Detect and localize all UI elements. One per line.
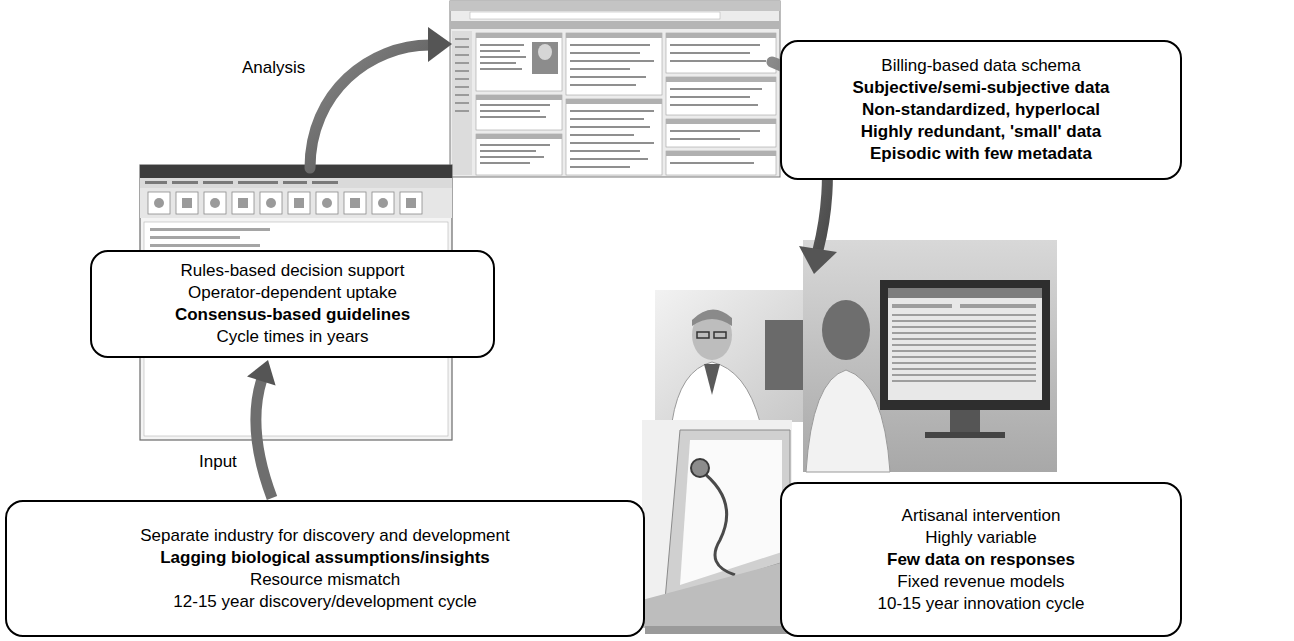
text-box: Separate industry for discovery and deve… bbox=[5, 500, 645, 637]
text-box: Artisanal interventionHighly variableFew… bbox=[780, 482, 1182, 637]
ehr-screenshot bbox=[450, 1, 780, 177]
arrow-head bbox=[247, 360, 276, 386]
flow-line bbox=[256, 379, 272, 498]
box-text: Lagging biological assumptions/insights bbox=[160, 547, 490, 569]
box-text: Consensus-based guidelines bbox=[175, 304, 410, 326]
box-text: Non-standardized, hyperlocal bbox=[862, 99, 1100, 121]
laptop-photo bbox=[642, 420, 792, 634]
cycle-arrow bbox=[310, 27, 452, 168]
box-text: Resource mismatch bbox=[250, 569, 400, 591]
box-text: Highly redundant, 'small' data bbox=[861, 121, 1101, 143]
flow-arrow bbox=[247, 360, 276, 498]
box-text: Artisanal intervention bbox=[902, 505, 1061, 527]
edge-label: Input bbox=[197, 452, 239, 472]
box-text: Operator-dependent uptake bbox=[188, 282, 397, 304]
box-text: 12-15 year discovery/development cycle bbox=[173, 591, 476, 613]
box-text: Cycle times in years bbox=[216, 326, 368, 348]
text-box: Billing-based data schemaSubjective/semi… bbox=[780, 40, 1182, 180]
monitor-photo bbox=[803, 240, 1057, 472]
box-text: Subjective/semi-subjective data bbox=[853, 77, 1110, 99]
box-text: Billing-based data schema bbox=[881, 55, 1080, 77]
box-text: Episodic with few metadata bbox=[870, 143, 1092, 165]
doctor-photo bbox=[655, 290, 803, 422]
box-text: 10-15 year innovation cycle bbox=[878, 593, 1085, 615]
box-text: Few data on responses bbox=[887, 549, 1075, 571]
step-label: Analysis bbox=[240, 58, 307, 78]
box-text: Highly variable bbox=[925, 527, 1037, 549]
text-box: Rules-based decision supportOperator-dep… bbox=[90, 250, 495, 358]
box-text: Separate industry for discovery and deve… bbox=[140, 525, 509, 547]
box-text: Rules-based decision support bbox=[181, 260, 405, 282]
box-text: Fixed revenue models bbox=[897, 571, 1064, 593]
